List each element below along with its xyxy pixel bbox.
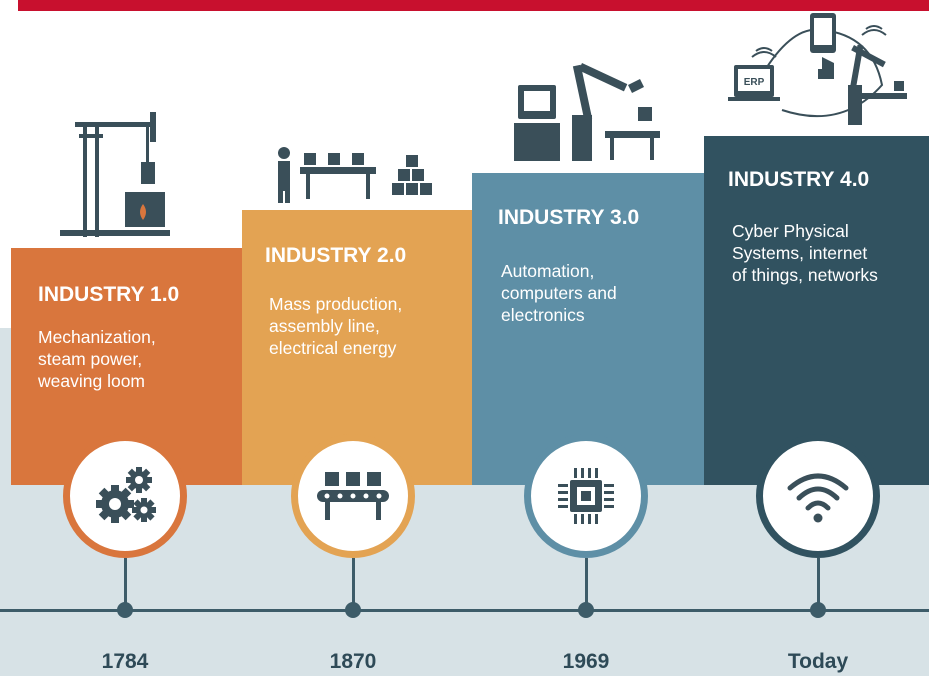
stage-industry-1: INDUSTRY 1.0 Mechanization, steam power,…: [11, 248, 242, 485]
connector-line: [817, 558, 820, 610]
erp-label: ERP: [744, 77, 765, 88]
robot-arm-computer-icon: [514, 63, 660, 161]
timeline-dot: [117, 602, 133, 618]
stage-title: INDUSTRY 2.0: [265, 244, 407, 267]
erp-network-robot-icon: ERP: [728, 13, 907, 125]
stage-description: Automation, computers and electronics: [501, 261, 617, 325]
stage-4-icon-circle: [756, 434, 880, 558]
wifi-icon: [787, 473, 849, 523]
year-label: 1969: [562, 650, 610, 673]
stage-title: INDUSTRY 3.0: [498, 206, 640, 229]
timeline-axis: [0, 609, 929, 612]
stage-description: Mechanization, steam power, weaving loom: [38, 327, 156, 391]
stage-industry-3: INDUSTRY 3.0 Automation, computers and e…: [472, 173, 704, 485]
stage-description: Mass production, assembly line, electric…: [269, 294, 403, 358]
stage-1-icon-circle: [63, 434, 187, 558]
stage-2-icon-circle: [291, 434, 415, 558]
microchip-icon: [558, 468, 614, 524]
assembly-line-icon: [278, 147, 432, 203]
conveyor-belt-icon: [317, 472, 389, 520]
year-label: 1870: [329, 650, 377, 673]
stage-industry-4: INDUSTRY 4.0 Cyber Physical Systems, int…: [704, 136, 929, 485]
steam-engine-icon: [60, 112, 170, 237]
gears-icon: [96, 467, 156, 523]
year-label: 1784: [101, 650, 149, 673]
year-label: Today: [787, 650, 849, 673]
stage-3-icon-circle: [524, 434, 648, 558]
connector-line: [352, 558, 355, 610]
stage-title: INDUSTRY 1.0: [38, 283, 180, 306]
stage-title: INDUSTRY 4.0: [728, 168, 870, 191]
timeline-dot: [345, 602, 361, 618]
timeline-dot: [810, 602, 826, 618]
timeline-dot: [578, 602, 594, 618]
top-accent-bar: [18, 0, 929, 11]
connector-line: [585, 558, 588, 610]
connector-line: [124, 558, 127, 610]
stage-description: Cyber Physical Systems, internet of thin…: [732, 221, 878, 285]
